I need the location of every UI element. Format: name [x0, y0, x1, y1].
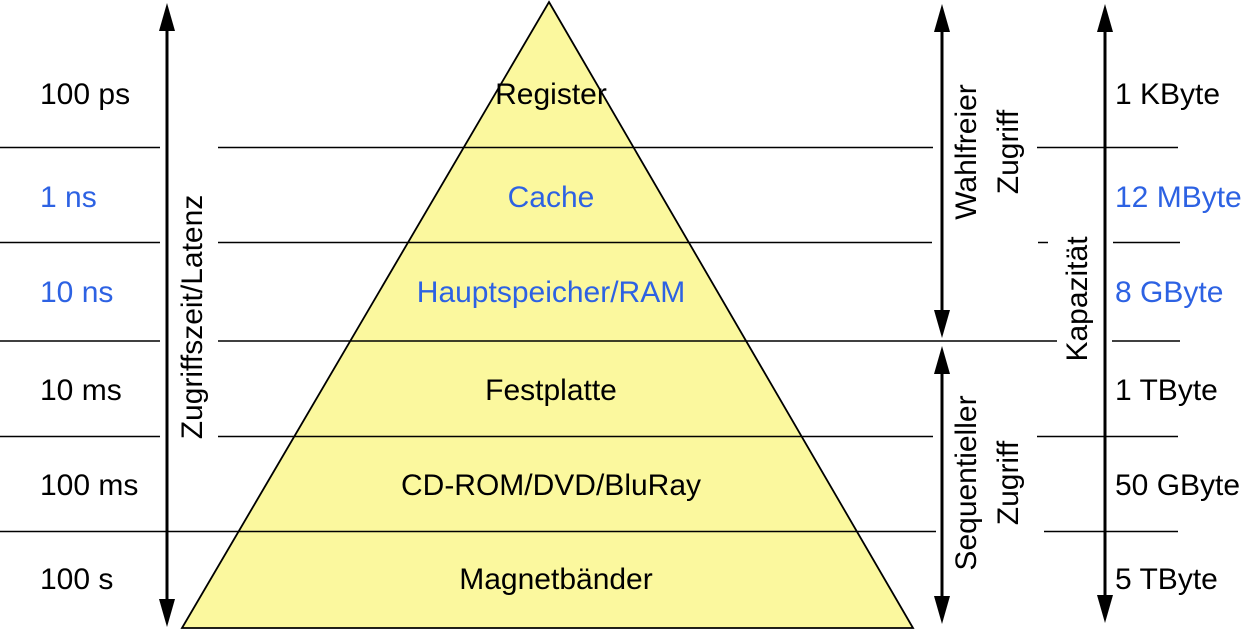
capacity-value-3: 1 TByte [1115, 374, 1218, 407]
capacity-axis-label: Kapazität [1061, 236, 1094, 362]
capacity-value-4: 50 GByte [1115, 469, 1241, 502]
capacity-value-2: 8 GByte [1115, 276, 1224, 309]
latency-value-3: 10 ms [40, 374, 122, 407]
capacity-value-0: 1 KByte [1115, 78, 1221, 111]
capacity-axis-arrow [1097, 4, 1113, 623]
latency-value-2: 10 ns [40, 276, 114, 309]
sequential-access-arrowhead-top [934, 346, 950, 374]
random-access-label-line1: Wahlfreier [950, 84, 983, 220]
random-access-arrow [934, 4, 950, 338]
pyramid-level-register: Register [495, 78, 607, 111]
capacity-arrowhead-top [1097, 4, 1113, 32]
random-access-arrowhead-top [934, 4, 950, 32]
pyramid-level-magnetbaender: Magnetbänder [459, 563, 653, 596]
pyramid-level-cache: Cache [507, 181, 595, 214]
capacity-value-1: 12 MByte [1115, 181, 1242, 214]
pyramid-level-ram: Hauptspeicher/RAM [416, 276, 686, 309]
latency-arrowhead-bottom [159, 599, 175, 627]
random-access-arrowhead-bottom [934, 310, 950, 338]
pyramid-level-optical-media: CD-ROM/DVD/BluRay [400, 469, 702, 502]
latency-value-0: 100 ps [40, 78, 131, 111]
capacity-arrowhead-bottom [1097, 595, 1113, 623]
capacity-value-5: 5 TByte [1115, 563, 1218, 596]
sequential-access-label: Sequentieller Zugriff [946, 395, 1030, 570]
sequential-access-label-line2: Zugriff [992, 440, 1025, 526]
level-separator-lines [0, 146, 1180, 533]
latency-axis-arrow [159, 3, 175, 627]
random-access-label-line2: Zugriff [992, 109, 1025, 195]
latency-value-5: 100 s [40, 563, 114, 596]
sequential-access-arrow [934, 346, 950, 624]
latency-value-1: 1 ns [40, 181, 97, 214]
sequential-access-arrowhead-bottom [934, 596, 950, 624]
random-access-label: Wahlfreier Zugriff [946, 84, 1030, 220]
sequential-access-label-line1: Sequentieller [950, 395, 983, 571]
latency-value-4: 100 ms [40, 469, 139, 502]
latency-axis-label: Zugriffszeit/Latenz [176, 194, 209, 440]
pyramid-shape [180, 0, 915, 629]
latency-arrowhead-top [159, 3, 175, 31]
pyramid-level-festplatte: Festplatte [485, 374, 617, 407]
